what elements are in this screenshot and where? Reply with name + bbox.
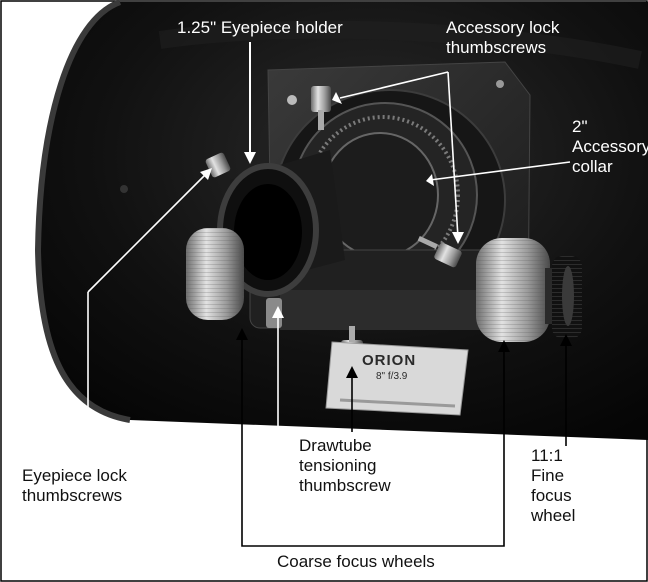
accessory-lock-thumbscrew-right xyxy=(417,235,462,268)
tube-screw xyxy=(120,185,128,193)
brand-model: 8" f/3.9 xyxy=(376,371,408,382)
label-fine-focus-wheel: 11:1 Fine focus wheel xyxy=(531,446,576,525)
leader-lines xyxy=(87,42,572,547)
leader-accessory-collar xyxy=(429,161,571,181)
eyepiece-holder xyxy=(217,150,345,297)
brand-name: ORION xyxy=(362,352,417,369)
label-drawtube-tensioning-thumbscrew: Drawtube tensioning thumbscrew xyxy=(299,436,391,495)
leader-accessory-lock-2 xyxy=(447,71,459,239)
coarse-focus-wheel-right xyxy=(476,238,550,342)
label-eyepiece-holder: 1.25" Eyepiece holder xyxy=(177,18,343,37)
label-accessory-collar: 2" Accessory collar xyxy=(572,117,648,176)
leader-coarse-focus xyxy=(241,334,505,547)
tube-front-ring xyxy=(34,0,131,423)
label-accessory-lock-thumbscrews: Accessory lock thumbscrews xyxy=(446,18,560,57)
fine-focus-wheel xyxy=(552,256,582,338)
leader-accessory-lock-1 xyxy=(339,71,449,99)
coarse-focus-wheel-left xyxy=(186,228,244,320)
leader-eyepiece-lock xyxy=(87,292,279,461)
manufacturer-plate xyxy=(325,341,469,416)
eyepiece-lock-thumbscrew-top xyxy=(205,152,231,178)
label-eyepiece-lock-thumbscrews: Eyepiece lock thumbscrews xyxy=(22,466,127,505)
label-coarse-focus-wheels: Coarse focus wheels xyxy=(277,552,435,571)
accessory-lock-thumbscrew-top xyxy=(311,86,331,130)
